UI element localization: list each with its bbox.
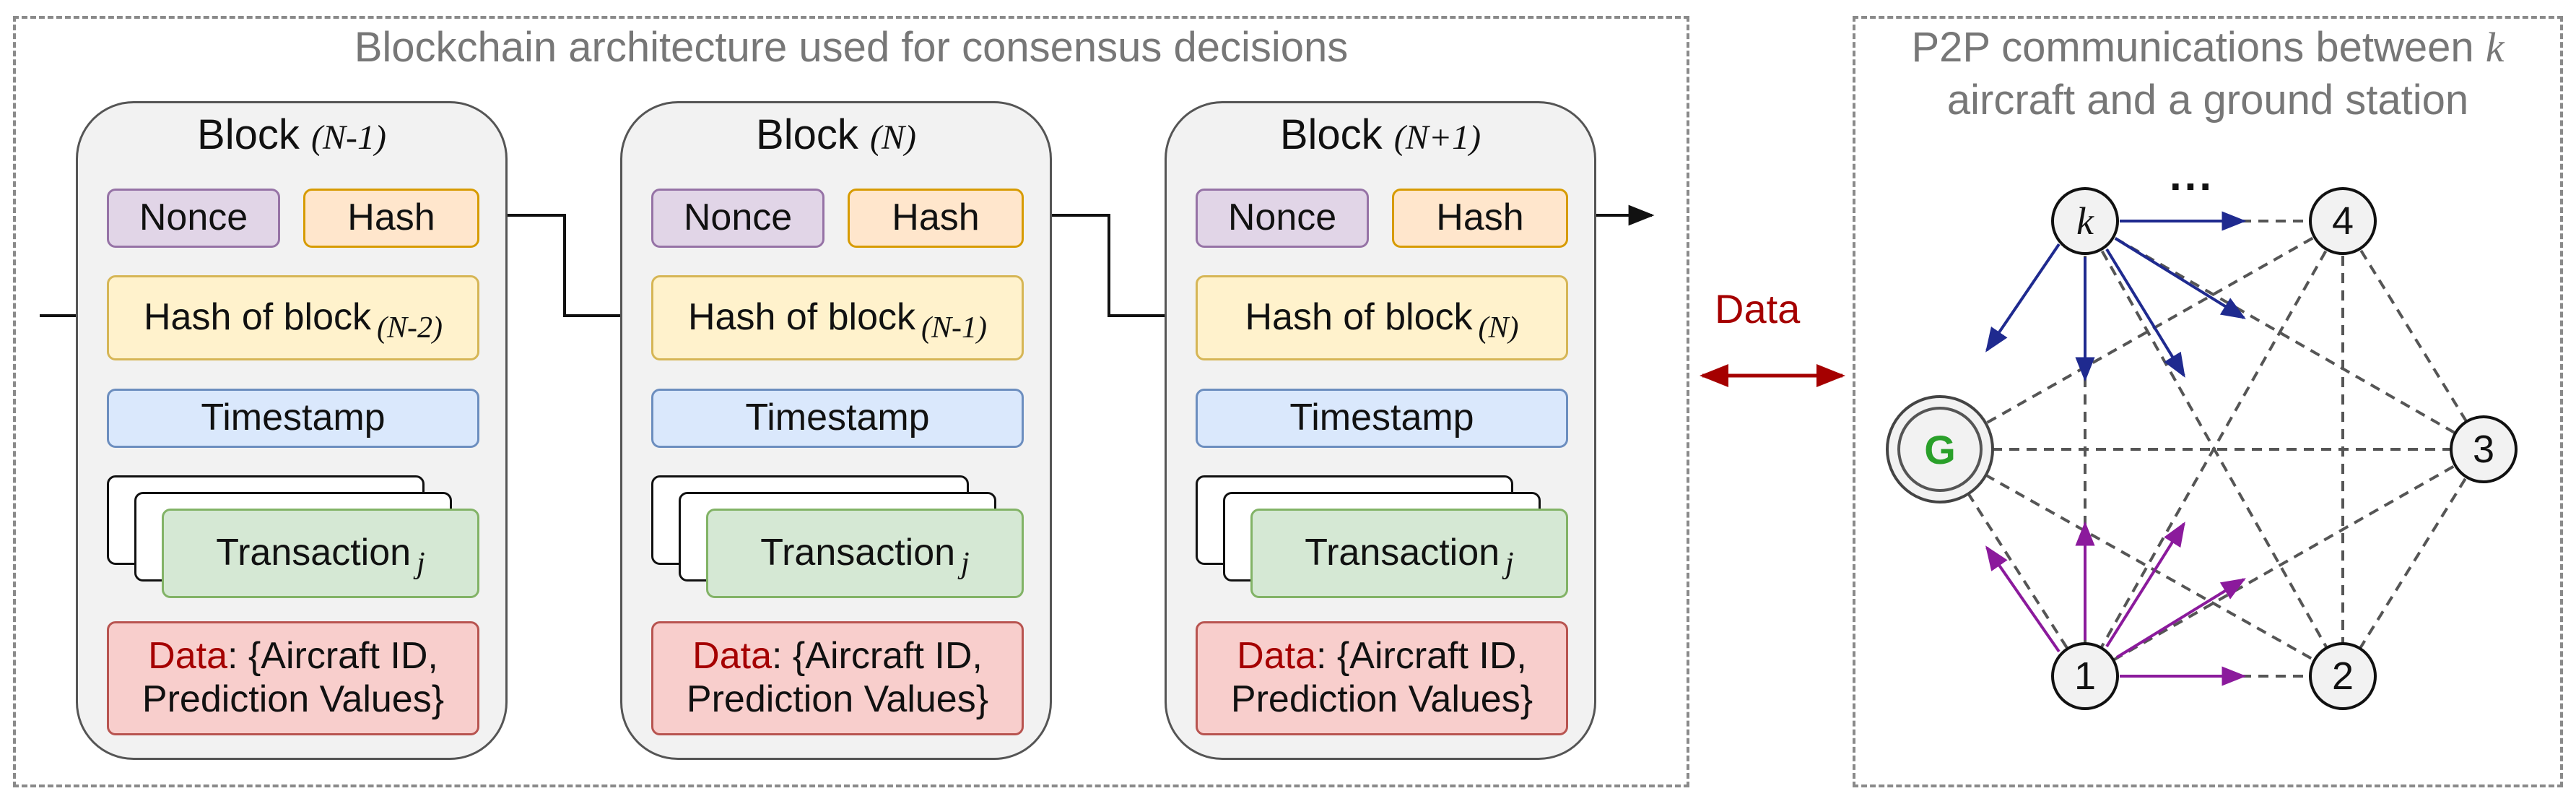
- data-exchange-label: Data: [1715, 286, 1801, 332]
- ground-station-label: G: [1897, 407, 1983, 492]
- data-value-line2: Prediction Values}: [686, 678, 989, 720]
- nonce-field: Nonce: [1196, 189, 1369, 248]
- hash-field: Hash: [1392, 189, 1568, 248]
- transaction-label: Transaction: [216, 532, 412, 574]
- k-broadcast-arrows: [1985, 211, 2247, 382]
- p2p-title-var: k: [2485, 24, 2505, 71]
- data-value-line1: : {Aircraft ID,: [1316, 635, 1527, 678]
- node-k: k: [2051, 187, 2119, 255]
- blockchain-panel-title: Blockchain architecture used for consens…: [354, 24, 1349, 71]
- block-title: Block (N-1): [78, 111, 505, 159]
- data-value-line2: Prediction Values}: [142, 678, 445, 720]
- block-n: Block (N) Nonce Hash Hash of block (N-1)…: [620, 101, 1052, 760]
- block-title-text: Block: [197, 111, 311, 158]
- data-value-line1: : {Aircraft ID,: [227, 635, 438, 678]
- timestamp-field: Timestamp: [1196, 389, 1568, 448]
- data-value-line1: : {Aircraft ID,: [772, 635, 983, 678]
- ground-station-node: G: [1886, 395, 1994, 503]
- block-index: (N+1): [1393, 118, 1481, 157]
- node1-broadcast-arrows: [1985, 521, 2247, 686]
- block-n-plus-1: Block (N+1) Nonce Hash Hash of block (N)…: [1165, 101, 1596, 760]
- transaction-field: Transaction j: [1250, 509, 1568, 598]
- node-1: 1: [2051, 642, 2119, 710]
- transaction-sub: j: [961, 546, 970, 580]
- prev-hash-index: (N-2): [377, 311, 443, 345]
- node-k-label: k: [2076, 199, 2094, 243]
- block-n-minus-1: Block (N-1) Nonce Hash Hash of block (N-…: [76, 101, 508, 760]
- hash-field: Hash: [303, 189, 479, 248]
- node-2: 2: [2309, 642, 2377, 710]
- p2p-title-line2: aircraft and a ground station: [1946, 76, 2469, 124]
- transaction-label: Transaction: [1305, 532, 1500, 574]
- blockchain-panel: [13, 16, 1689, 787]
- data-field: Data: {Aircraft ID, Prediction Values}: [1196, 621, 1568, 735]
- nonce-field: Nonce: [107, 189, 280, 248]
- block-title-text: Block: [1279, 111, 1394, 158]
- data-field: Data: {Aircraft ID, Prediction Values}: [107, 621, 479, 735]
- transaction-field: Transaction j: [706, 509, 1024, 598]
- hash-field: Hash: [848, 189, 1024, 248]
- prev-hash-index: (N-1): [921, 311, 988, 345]
- prev-hash-index: (N): [1478, 311, 1519, 345]
- block-title: Block (N+1): [1167, 111, 1594, 159]
- chain-arrow-1-2: [478, 214, 650, 327]
- prev-hash-label: Hash of block: [143, 296, 372, 339]
- transaction-label: Transaction: [760, 532, 956, 574]
- prev-hash-label: Hash of block: [687, 296, 916, 339]
- transaction-field: Transaction j: [162, 509, 479, 598]
- chain-arrow-2-3: [1022, 214, 1195, 327]
- block-index: (N): [869, 118, 916, 157]
- data-key: Data: [148, 635, 227, 678]
- transaction-sub: j: [1505, 546, 1514, 580]
- data-key: Data: [692, 635, 772, 678]
- prev-hash-field: Hash of block (N-1): [651, 275, 1024, 360]
- p2p-panel: [1853, 16, 2563, 787]
- block-index: (N-1): [310, 118, 386, 157]
- timestamp-field: Timestamp: [651, 389, 1024, 448]
- ellipsis: ...: [2170, 151, 2215, 199]
- timestamp-field: Timestamp: [107, 389, 479, 448]
- prev-hash-field: Hash of block (N): [1196, 275, 1568, 360]
- prev-hash-label: Hash of block: [1245, 296, 1473, 339]
- data-key: Data: [1237, 635, 1316, 678]
- prev-hash-field: Hash of block (N-2): [107, 275, 479, 360]
- transaction-sub: j: [417, 546, 425, 580]
- data-value-line2: Prediction Values}: [1230, 678, 1533, 720]
- data-field: Data: {Aircraft ID, Prediction Values}: [651, 621, 1024, 735]
- block-title: Block (N): [622, 111, 1050, 159]
- node-4: 4: [2309, 187, 2377, 255]
- node-3: 3: [2450, 415, 2518, 483]
- nonce-field: Nonce: [651, 189, 824, 248]
- p2p-panel-title: P2P communications between k aircraft an…: [1853, 22, 2563, 126]
- block-title-text: Block: [756, 111, 870, 158]
- p2p-title-line1: P2P communications between: [1911, 24, 2486, 71]
